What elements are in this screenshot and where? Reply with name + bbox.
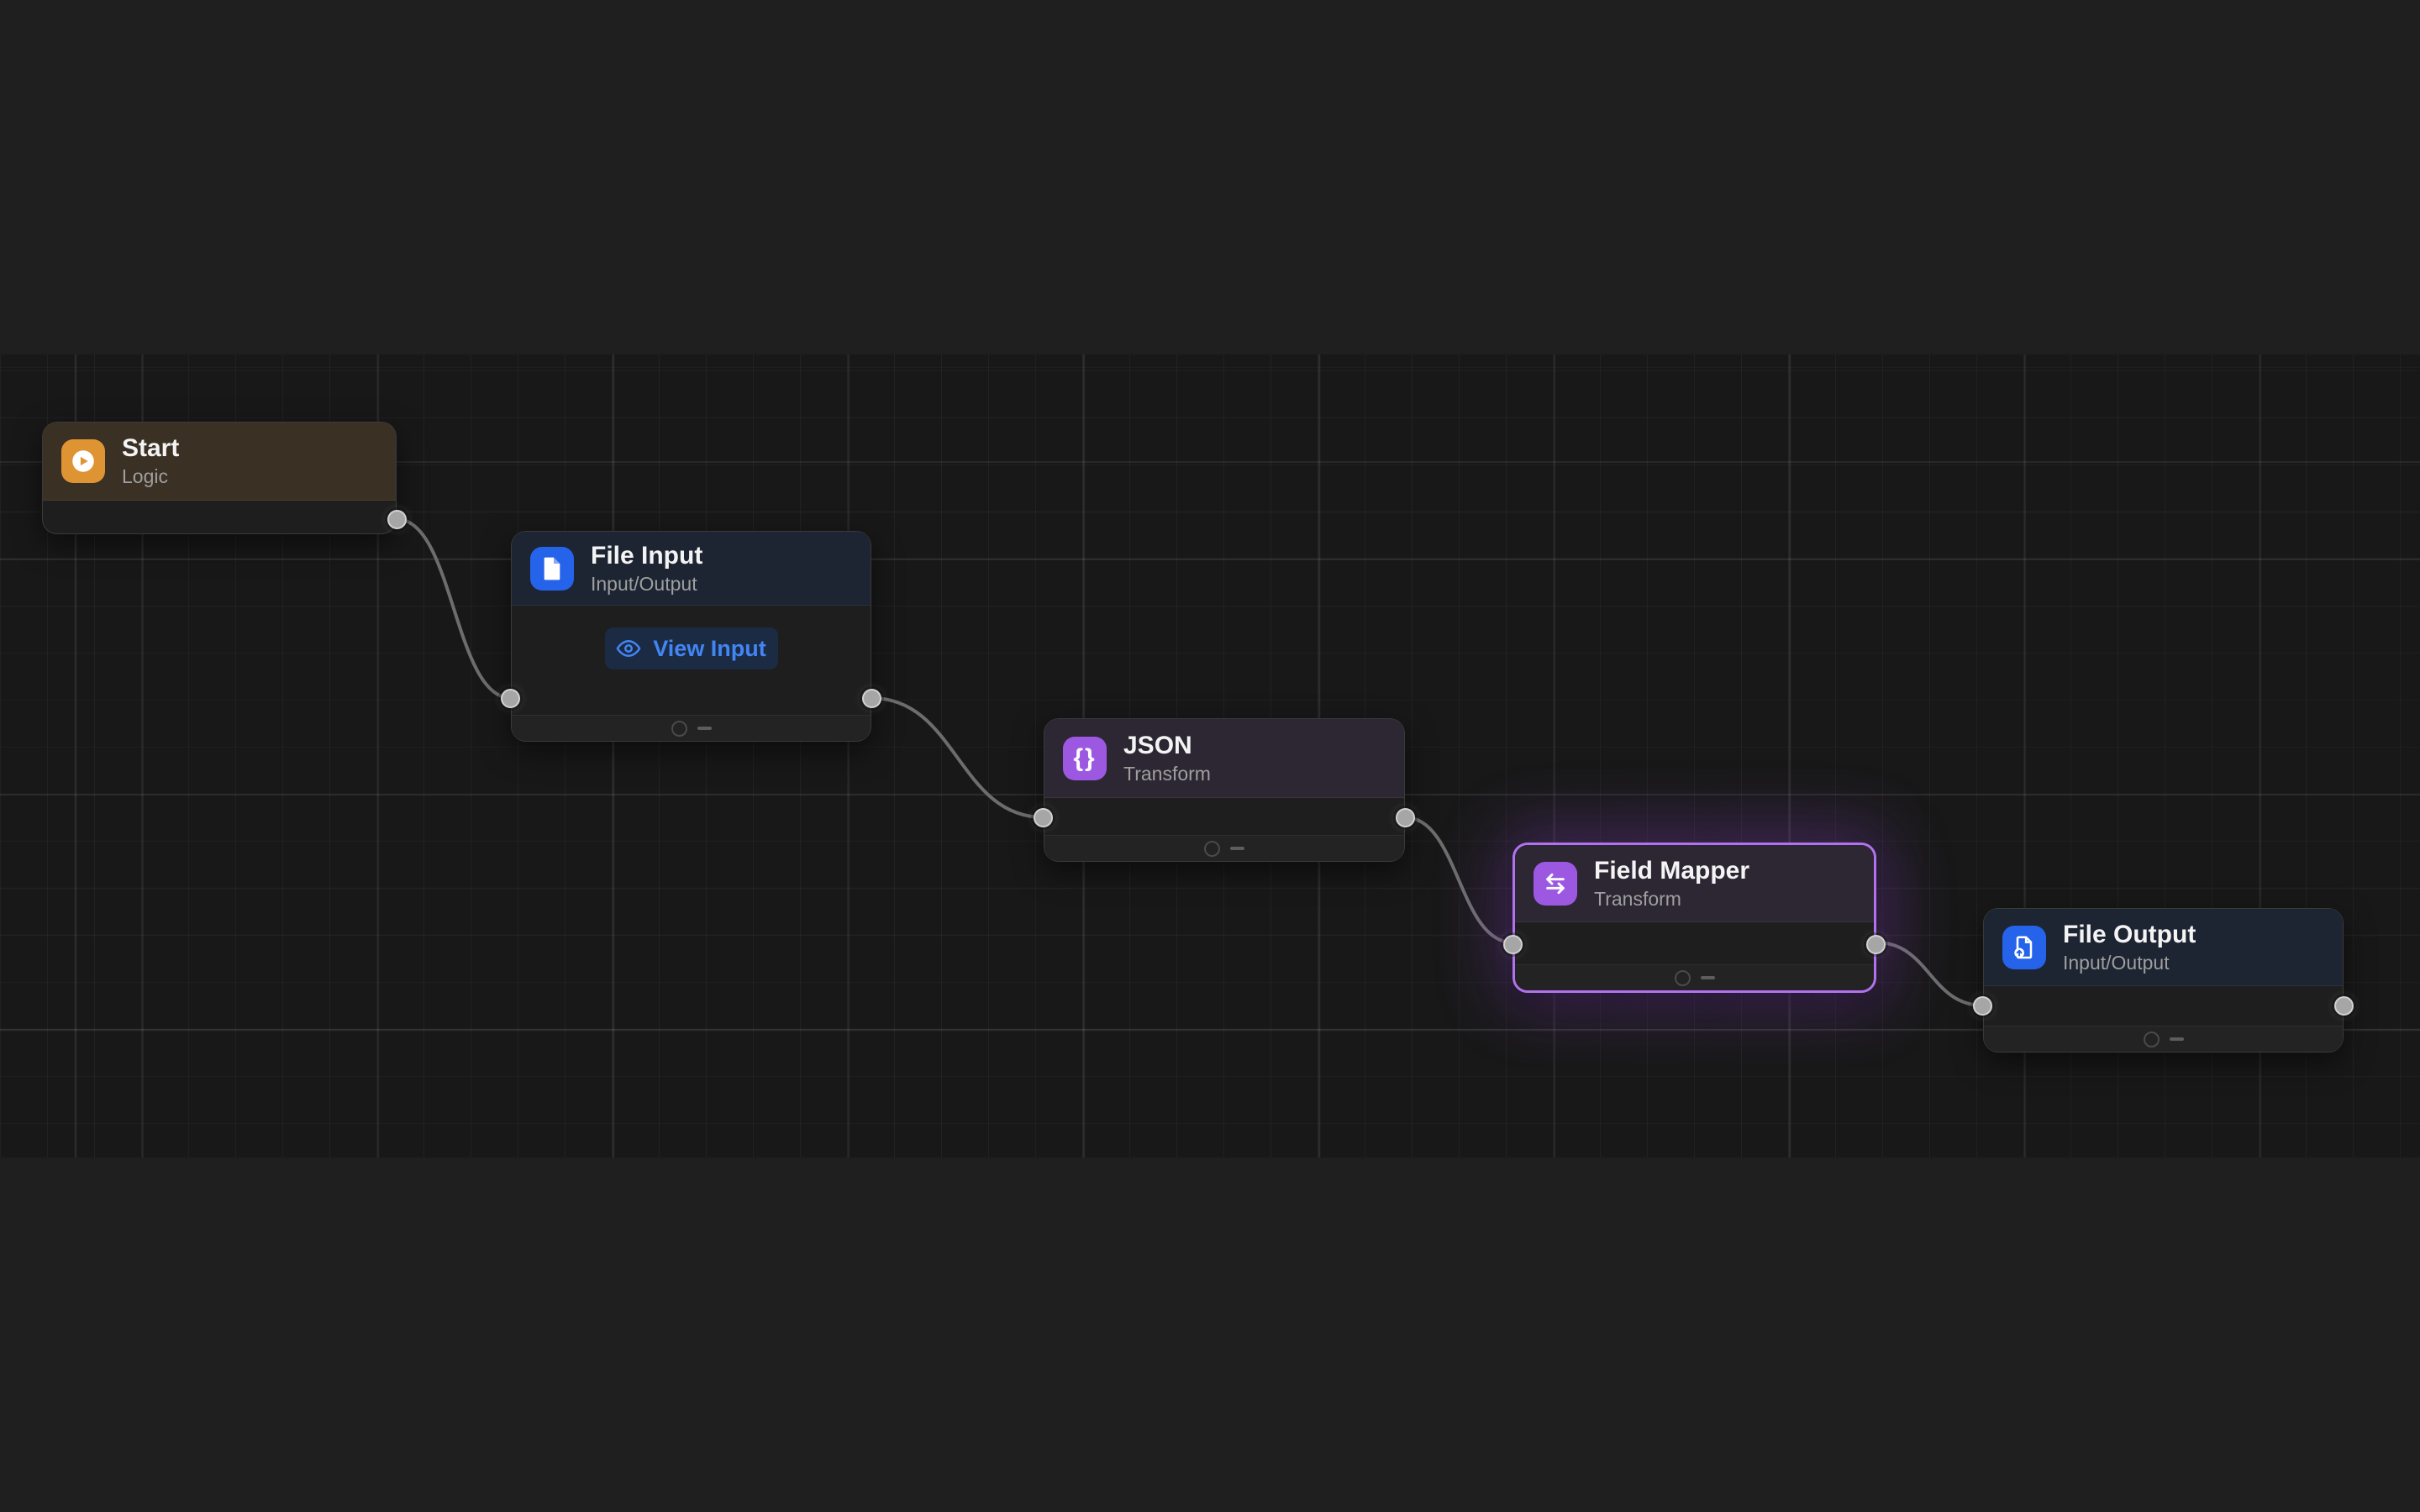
input-port[interactable] bbox=[1034, 808, 1053, 827]
node-category: Transform bbox=[1594, 887, 1681, 910]
edge-json-fieldmapper[interactable] bbox=[1403, 816, 1514, 944]
output-port[interactable] bbox=[862, 689, 881, 708]
status-circle-icon bbox=[671, 720, 687, 737]
view-input-button[interactable]: View Input bbox=[604, 627, 778, 669]
node-title: Field Mapper bbox=[1594, 856, 1750, 885]
output-port[interactable] bbox=[1396, 808, 1415, 827]
node-body bbox=[1984, 986, 2343, 1026]
node-category: Transform bbox=[1123, 762, 1211, 785]
node-body bbox=[1515, 922, 1874, 964]
node-header: {} JSON Transform bbox=[1044, 719, 1404, 798]
file-export-icon bbox=[2002, 925, 2046, 969]
output-port[interactable] bbox=[1866, 935, 1886, 954]
eye-icon bbox=[616, 636, 641, 661]
status-circle-icon bbox=[2143, 1031, 2160, 1047]
node-start[interactable]: Start Logic bbox=[42, 422, 407, 534]
file-icon bbox=[530, 546, 574, 591]
node-header: File Output Input/Output bbox=[1984, 909, 2343, 986]
input-port[interactable] bbox=[1503, 935, 1523, 954]
node-title: JSON bbox=[1123, 731, 1192, 759]
play-icon bbox=[61, 439, 105, 483]
node-header: Field Mapper Transform bbox=[1515, 845, 1874, 922]
node-category: Input/Output bbox=[2063, 951, 2170, 974]
node-json[interactable]: {} JSON Transform bbox=[1034, 718, 1415, 862]
node-header: Start Logic bbox=[43, 423, 396, 501]
node-category: Logic bbox=[122, 465, 168, 488]
edge-fileinput-json[interactable] bbox=[870, 696, 1045, 819]
node-footer bbox=[1984, 1026, 2343, 1052]
node-header: File Input Input/Output bbox=[512, 532, 871, 606]
node-title: Start bbox=[122, 434, 180, 463]
output-port[interactable] bbox=[2334, 996, 2354, 1016]
edge-start-fileinput[interactable] bbox=[395, 517, 513, 700]
node-title: File Output bbox=[2063, 920, 2196, 948]
status-circle-icon bbox=[1674, 969, 1691, 986]
node-file-output[interactable]: File Output Input/Output bbox=[1973, 908, 2354, 1053]
node-body bbox=[43, 501, 396, 533]
node-category: Input/Output bbox=[591, 572, 697, 595]
edge-fieldmapper-fileoutput[interactable] bbox=[1875, 941, 1985, 1007]
node-file-input[interactable]: File Input Input/Output View Input bbox=[501, 531, 881, 742]
braces-icon: {} bbox=[1063, 736, 1107, 780]
node-footer bbox=[1044, 835, 1404, 861]
input-port[interactable] bbox=[501, 689, 520, 708]
input-port[interactable] bbox=[1973, 996, 1992, 1016]
dash-icon bbox=[2169, 1037, 2184, 1041]
node-footer bbox=[512, 715, 871, 741]
node-body bbox=[1044, 798, 1404, 835]
dash-icon bbox=[1700, 976, 1715, 979]
view-input-label: View Input bbox=[653, 635, 766, 661]
swap-icon bbox=[1534, 861, 1577, 906]
output-port[interactable] bbox=[387, 510, 407, 529]
dash-icon bbox=[697, 727, 712, 730]
dash-icon bbox=[1230, 847, 1244, 850]
node-body: View Input bbox=[512, 606, 871, 715]
node-field-mapper[interactable]: Field Mapper Transform bbox=[1503, 843, 1886, 993]
node-title: File Input bbox=[591, 541, 703, 570]
node-footer bbox=[1515, 964, 1874, 990]
status-circle-icon bbox=[1204, 840, 1220, 857]
